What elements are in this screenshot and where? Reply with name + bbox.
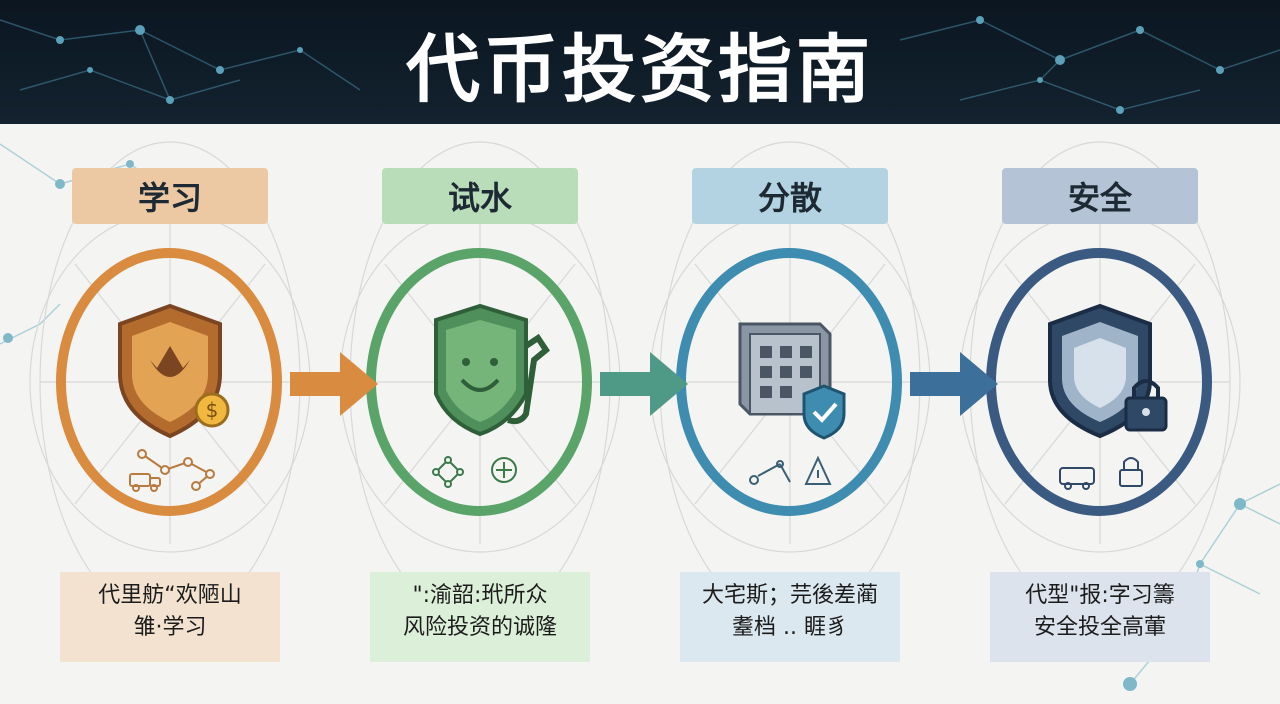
step-learn: 学习 $ 代里舫“欢陋山 雏·学习 [20,124,320,704]
step-label-banner: 试水 [382,168,578,224]
step-label: 安全 [1067,179,1132,217]
caption-line: 代型"报:字习籌 [1025,583,1175,608]
shield-lock-icon [1048,303,1168,439]
step-icons [432,303,550,488]
smile-shield-icon [434,303,550,437]
scale-icon [749,460,791,485]
arrow-right-icon [290,352,378,416]
vault-shield-icon [738,322,846,440]
arrow-right-icon [910,352,998,416]
step-icons [1048,303,1168,490]
coin-shield-icon: $ [118,303,230,439]
padlock-icon [1119,457,1143,487]
step-label: 试水 [447,179,512,217]
network-nodes-icon [137,449,215,491]
step-caption: 代型"报:字习籌 安全投全高葷 [990,572,1210,662]
arrow-right-icon [600,352,688,416]
caption-line: 大宅斯；芫後差蔺 [701,583,878,608]
caption-line: 风险投资的诚隆 [402,615,557,640]
step-test: 试水 ":渝韶:玳所众 风险投资的诚隆 [330,124,630,704]
step-label-banner: 分散 [692,168,888,224]
step-label-banner: 安全 [1002,168,1198,224]
van-icon [1059,467,1095,490]
caption-line: ":渝韶:玳所众 [412,583,548,608]
step-ring [56,248,282,516]
step-security: 安全 代型"报:字习籌 安全投全高葷 [950,124,1250,704]
caption-line: 安全投全高葷 [1033,615,1166,640]
step-label: 分散 [757,179,822,217]
page-title: 代币投资指南 [406,27,874,113]
caption-line: 耋档 .. 睚豸 [732,615,848,640]
header-banner: 代币投资指南 [0,0,1280,124]
step-caption: 代里舫“欢陋山 雏·学习 [60,572,280,662]
step-caption: ":渝韶:玳所众 风险投资的诚隆 [370,572,590,662]
step-caption: 大宅斯；芫後差蔺 耋档 .. 睚豸 [680,572,900,662]
caption-line: 雏·学习 [133,615,207,640]
lock-icon [804,455,832,485]
step-label-banner: 学习 [72,168,268,224]
step-icons: $ [118,303,230,492]
target-icon [491,457,517,483]
svg-text:$: $ [206,398,219,422]
network-background [0,16,1280,114]
step-label: 学习 [137,179,202,217]
step-icons [738,322,846,485]
truck-icon [129,473,161,492]
caption-line: 代里舫“欢陋山 [98,583,242,608]
network-icon [432,456,464,488]
